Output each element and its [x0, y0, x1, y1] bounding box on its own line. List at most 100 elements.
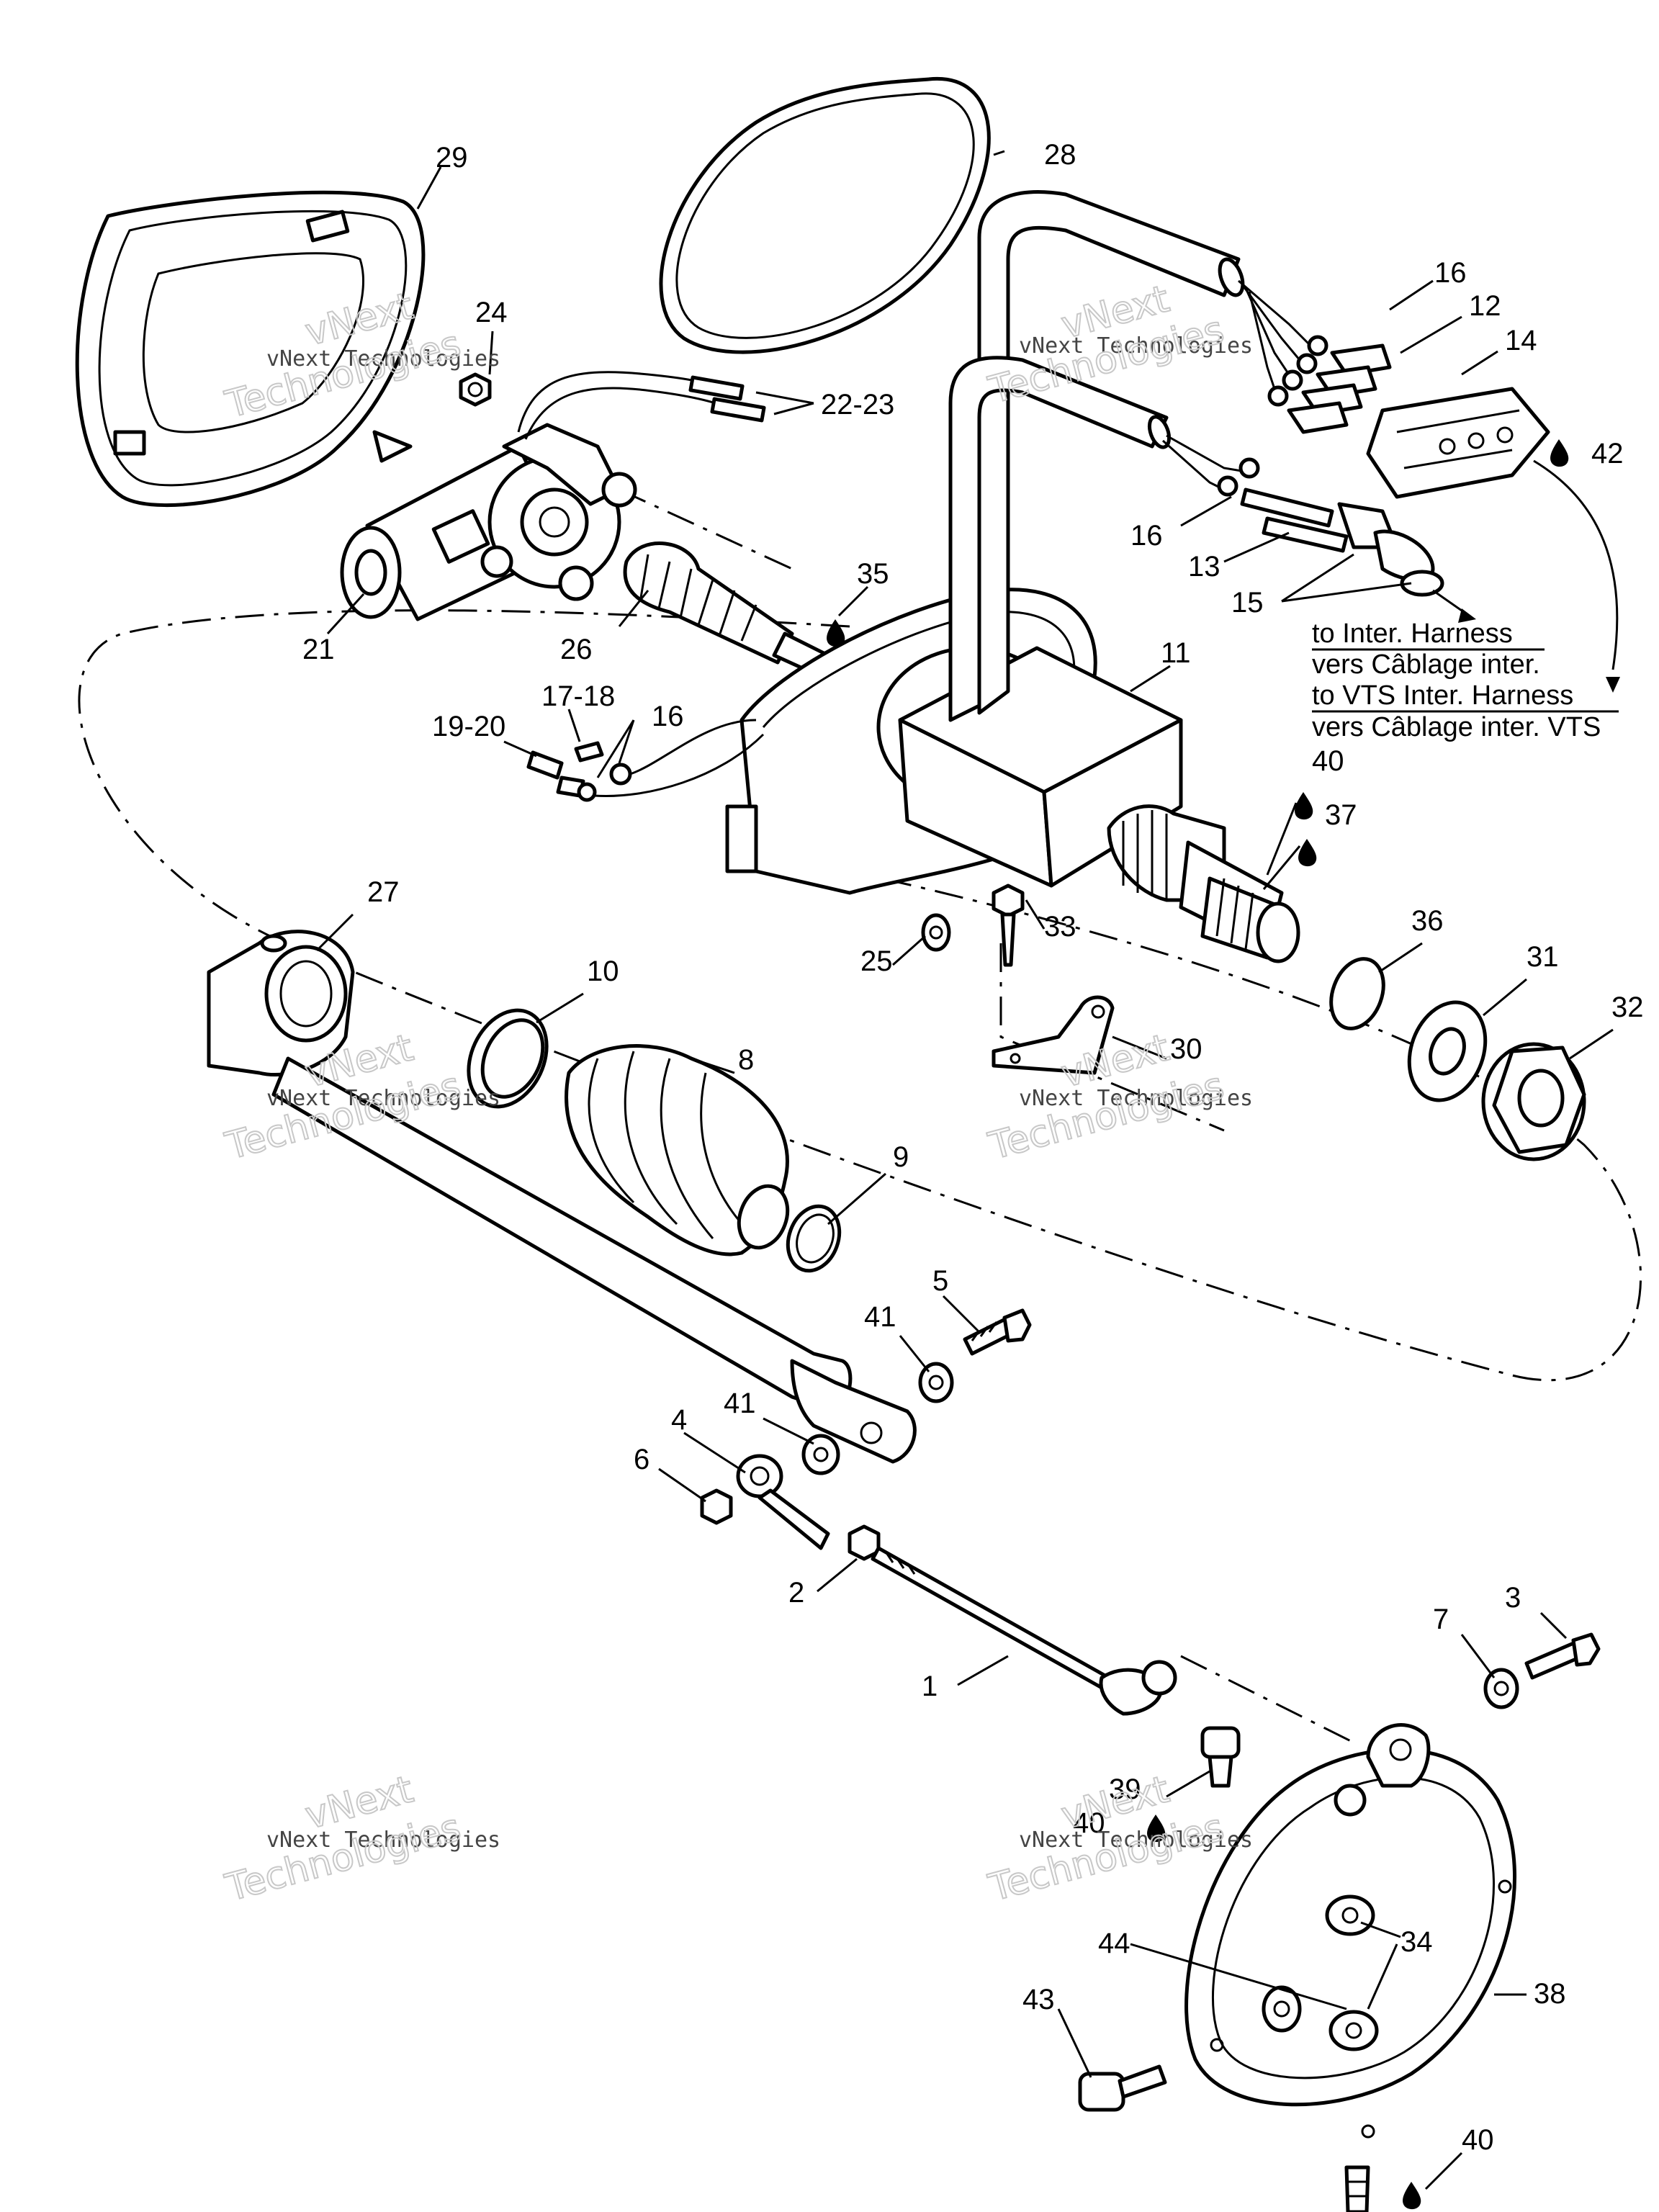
callout-25: 25	[860, 945, 893, 977]
callout-11: 11	[1161, 637, 1191, 669]
phantom-link-mid	[999, 943, 1225, 1132]
callout-40-a: 40	[1312, 745, 1344, 777]
routing-notes: to Inter. Harness vers Câblage inter. to…	[1312, 619, 1619, 742]
linkage-rod-1	[871, 1546, 1177, 1716]
washer-31	[1407, 1000, 1488, 1102]
callout-17-18: 17-18	[541, 680, 615, 712]
sealant-drop-icon-40c	[1403, 2182, 1421, 2210]
callout-44: 44	[1098, 1928, 1130, 1959]
sealant-drop-icon-42	[1550, 439, 1569, 467]
note-inter-harness-en: to Inter. Harness	[1312, 619, 1513, 649]
bracket-30	[992, 995, 1115, 1075]
rod-end-4	[736, 1454, 830, 1550]
callout-41-a: 41	[864, 1301, 896, 1333]
callout-9: 9	[893, 1141, 909, 1173]
callout-14: 14	[1505, 325, 1537, 356]
callout-43: 43	[1022, 1984, 1055, 2015]
callout-40-c: 40	[1462, 2124, 1494, 2156]
callout-24: 24	[475, 297, 508, 328]
callout-42: 42	[1591, 438, 1624, 469]
svg-text:vNext Technologies: vNext Technologies	[1019, 1827, 1253, 1853]
callout-6: 6	[634, 1444, 649, 1475]
grommet-25	[921, 913, 951, 952]
note-inter-harness-fr: vers Câblage inter.	[1312, 649, 1540, 680]
o-ring-36	[1329, 957, 1385, 1030]
svg-text:vNext Technologies: vNext Technologies	[1019, 333, 1253, 359]
phantom-link-lower	[1180, 1655, 1354, 1744]
nut-6	[700, 1488, 733, 1525]
callout-39: 39	[1109, 1773, 1141, 1805]
worm-screw-26	[623, 541, 833, 676]
callout-31: 31	[1527, 941, 1559, 973]
electric-motor-21	[340, 423, 637, 621]
arrowhead-inter	[1458, 608, 1476, 623]
callout-35: 35	[857, 558, 889, 590]
harness-wires-upper	[1238, 279, 1392, 434]
sealant-drop-icon-37	[1298, 839, 1317, 867]
sealant-drop-icon-40b	[1147, 1815, 1166, 1843]
cable-conduit	[948, 190, 1245, 722]
callout-37: 37	[1325, 799, 1357, 831]
callout-2: 2	[788, 1577, 804, 1609]
callout-21: 21	[302, 634, 335, 665]
svg-text:vNext Technologies: vNext Technologies	[1019, 1086, 1253, 1111]
callout-16-low: 16	[652, 701, 684, 732]
terminals-17-20	[526, 719, 765, 802]
callout-22-23: 22-23	[821, 389, 894, 421]
callout-26: 26	[560, 634, 593, 665]
callout-16-top: 16	[1434, 257, 1467, 289]
clamp-9	[786, 1204, 842, 1273]
note-vts-harness-en: to VTS Inter. Harness	[1312, 680, 1573, 711]
leader-lines	[315, 150, 1614, 2190]
output-shaft	[1107, 804, 1300, 963]
svg-text:vNext Technologies: vNext Technologies	[266, 346, 500, 372]
svg-text:vNext Technologies: vNext Technologies	[266, 1086, 500, 1111]
phantom-link-upper	[619, 488, 793, 570]
watermark-2: vNext vNext Technologies Technologies	[984, 276, 1253, 413]
callout-34: 34	[1401, 1926, 1433, 1958]
connector-14	[1366, 387, 1550, 499]
phantom-outline	[78, 609, 1642, 1382]
nut-24	[459, 372, 492, 407]
socket-screw-39	[1200, 1726, 1241, 1788]
note-vts-harness-fr: vers Câblage inter. VTS	[1312, 712, 1601, 742]
sealant-drop-icon-40a	[1295, 792, 1313, 820]
washer-41b	[801, 1434, 840, 1475]
callout-15: 15	[1231, 587, 1264, 619]
svg-text:vNext Technologies: vNext Technologies	[266, 1827, 500, 1853]
screw-bottom	[1344, 2165, 1370, 2212]
arrowhead-vts	[1606, 677, 1620, 693]
clamp-10	[467, 1008, 549, 1109]
socket-screw-43	[1078, 2064, 1167, 2112]
callout-1: 1	[922, 1671, 938, 1702]
wire-terminals-22-23	[517, 371, 766, 440]
harness-wires-lower	[1162, 434, 1444, 597]
callout-40-b: 40	[1073, 1807, 1105, 1839]
callout-32: 32	[1611, 992, 1644, 1023]
washer-7	[1483, 1668, 1519, 1709]
watermark-5: vNext vNext Technologies Technologies	[220, 1767, 500, 1911]
callout-28: 28	[1044, 139, 1076, 171]
callout-4: 4	[671, 1404, 687, 1436]
callout-33: 33	[1044, 911, 1076, 943]
bolt-5	[963, 1308, 1032, 1356]
callout-27: 27	[367, 876, 400, 908]
callout-7: 7	[1433, 1604, 1449, 1635]
ring-mount-38	[1184, 1723, 1517, 2139]
callout-12: 12	[1469, 290, 1501, 322]
actuator-rod-27	[207, 930, 917, 1464]
callout-19-20: 19-20	[432, 711, 505, 742]
callout-13: 13	[1188, 551, 1220, 583]
callout-41-b: 41	[724, 1388, 756, 1419]
screw-33	[992, 884, 1025, 967]
bellows-boot-8	[565, 1044, 790, 1256]
callout-38: 38	[1534, 1978, 1566, 2010]
callout-30: 30	[1170, 1033, 1202, 1065]
callout-10: 10	[587, 956, 619, 987]
callout-5: 5	[932, 1265, 948, 1297]
sealant-drop-icon-35	[827, 619, 845, 647]
washer-41a	[918, 1362, 954, 1403]
belt-28	[659, 76, 991, 354]
bolt-3	[1524, 1632, 1601, 1680]
